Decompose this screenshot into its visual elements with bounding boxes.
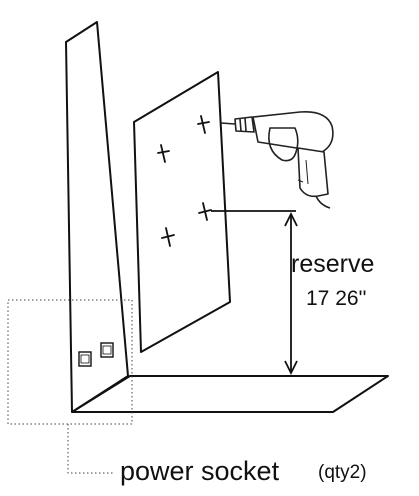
reserve-value: 17 26'' — [306, 287, 367, 310]
reserve-dimension-line — [211, 210, 298, 376]
power-socket-icon — [100, 342, 114, 358]
quantity-label: (qty2) — [318, 462, 367, 483]
screw-mark-icon — [198, 202, 212, 221]
reserve-label: reserve — [291, 250, 375, 278]
socket-callout — [7, 299, 133, 474]
power-socket-label: power socket — [120, 456, 280, 486]
drill-icon — [220, 110, 334, 209]
screw-mark-icon — [161, 227, 175, 247]
wall-panel — [65, 21, 129, 413]
power-socket-icon — [78, 351, 92, 367]
screw-mark-icon — [197, 115, 210, 134]
screw-mark-icon — [157, 144, 170, 163]
mounting-board — [133, 71, 231, 353]
